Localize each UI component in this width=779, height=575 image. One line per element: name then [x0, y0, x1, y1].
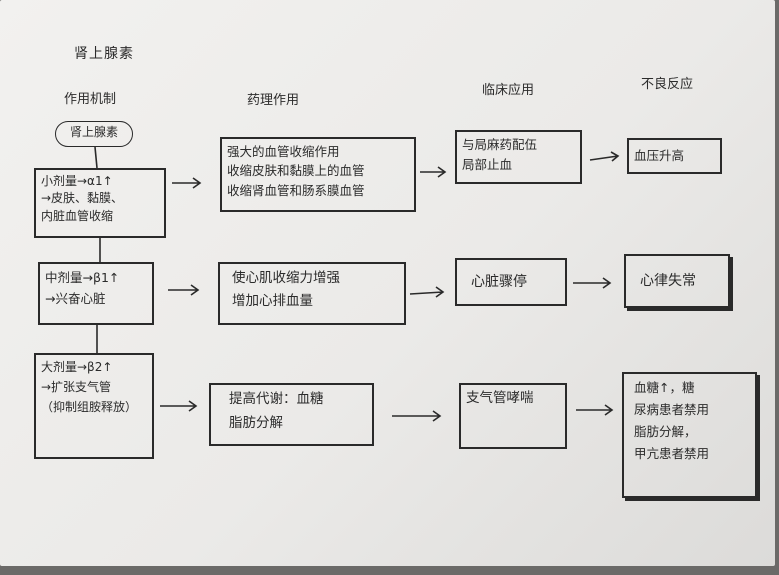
header-mechanism: 作用机制	[64, 92, 117, 107]
row3-pharmacology-line1: 提高代谢：血糖	[229, 391, 324, 407]
row1-mechanism-line1: 小剂量→α1↑	[41, 174, 113, 188]
row2-clinical-line1: 心脏骤停	[471, 274, 527, 290]
row1-mechanism-line2: →皮肤、黏膜、	[41, 191, 124, 206]
row3-adverse-line1: 血糖↑，糖	[634, 380, 695, 395]
row3-mechanism-box: 大剂量→β2↑ →扩张支气管 （抑制组胺释放）	[34, 353, 154, 459]
arrow-row1-a	[172, 177, 202, 189]
row3-clinical-box: 支气管哮喘	[459, 383, 567, 449]
row3-adverse-line3: 脂肪分解，	[634, 423, 697, 439]
header-pharmacology: 药理作用	[247, 93, 300, 108]
header-adverse: 不良反应	[641, 77, 694, 92]
row1-clinical-line2: 局部止血	[462, 157, 513, 172]
row3-clinical-line1: 支气管哮喘	[466, 390, 534, 406]
row1-pharmacology-line3: 收缩肾血管和肠系膜血管	[227, 182, 365, 198]
row3-pharmacology-box: 提高代谢：血糖 脂肪分解	[209, 383, 374, 446]
row1-adverse-line1: 血压升高	[634, 148, 685, 163]
row3-mechanism-line2: →扩张支气管	[41, 379, 112, 394]
arrow-row1-b	[420, 166, 447, 178]
row2-pharmacology-line1: 使心肌收缩力增强	[232, 270, 340, 286]
arrow-row1-c	[589, 151, 620, 162]
row1-pharmacology-box: 强大的血管收缩作用 收缩皮肤和黏膜上的血管 收缩肾血管和肠系膜血管	[220, 137, 416, 212]
row2-pharmacology-box: 使心肌收缩力增强 增加心排血量	[218, 262, 406, 325]
row3-mechanism-line3: （抑制组胺释放）	[41, 399, 138, 414]
row2-mechanism-box: 中剂量→β1↑ →兴奋心脏	[38, 262, 154, 325]
spine-line	[94, 146, 101, 353]
arrow-row2-c	[573, 277, 612, 289]
row1-mechanism-line3: 内脏血管收缩	[41, 208, 114, 223]
row3-pharmacology-line2: 脂肪分解	[229, 414, 283, 431]
arrow-row2-a	[168, 284, 200, 296]
row2-adverse-box: 心律失常	[624, 254, 730, 308]
row1-clinical-box: 与局麻药配伍 局部止血	[455, 130, 582, 184]
row2-mechanism-line2: →兴奋心脏	[45, 291, 106, 307]
row3-mechanism-line1: 大剂量→β2↑	[41, 360, 113, 374]
row1-pharmacology-line2: 收缩皮肤和黏膜上的血管	[227, 163, 365, 179]
arrow-row3-c	[576, 404, 614, 416]
row2-mechanism-line1: 中剂量→β1↑	[45, 270, 120, 285]
header-clinical: 临床应用	[482, 83, 535, 98]
row3-adverse-line4: 甲亢患者禁用	[634, 445, 710, 461]
row3-adverse-box: 血糖↑，糖 尿病患者禁用 脂肪分解， 甲亢患者禁用	[622, 372, 757, 498]
row3-adverse-line2: 尿病患者禁用	[634, 401, 710, 417]
row2-pharmacology-line2: 增加心排血量	[232, 292, 313, 309]
row1-clinical-line1: 与局麻药配伍	[462, 137, 538, 152]
arrow-row2-b	[409, 286, 445, 298]
page-title: 肾上腺素	[74, 46, 134, 62]
row1-mechanism-box: 小剂量→α1↑ →皮肤、黏膜、 内脏血管收缩	[34, 168, 166, 238]
row1-adverse-box: 血压升高	[627, 138, 722, 174]
row2-adverse-line1: 心律失常	[640, 273, 696, 289]
arrow-row3-b	[392, 410, 442, 422]
paper-sheet	[0, 0, 775, 566]
arrow-row3-a	[160, 400, 198, 412]
row2-clinical-box: 心脏骤停	[455, 258, 567, 306]
row1-pharmacology-line1: 强大的血管收缩作用	[227, 144, 340, 159]
start-node: 肾上腺素	[55, 121, 133, 147]
